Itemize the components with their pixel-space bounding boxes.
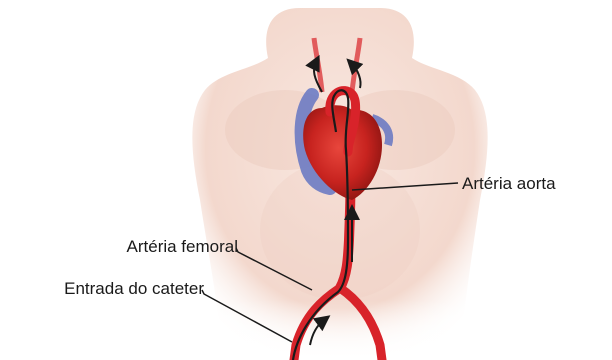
- label-aorta: Artéria aorta: [462, 174, 556, 193]
- label-femoral: Artéria femoral: [127, 237, 238, 256]
- label-catheter-entry: Entrada do cateter: [64, 279, 204, 298]
